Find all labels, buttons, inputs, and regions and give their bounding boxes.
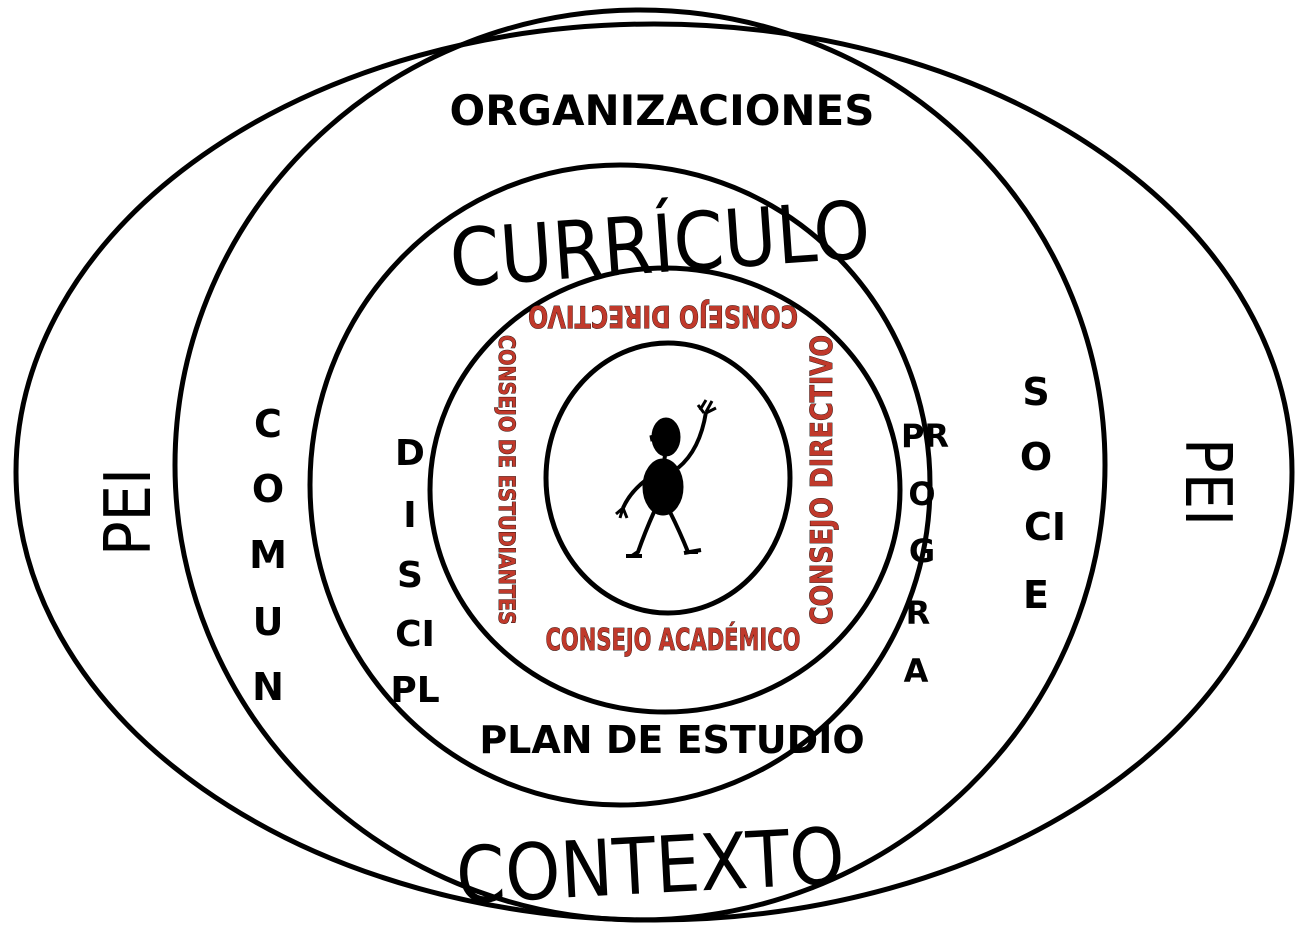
discipl-vertical-label: D I S CI PL <box>390 433 439 711</box>
socie-letter: E <box>1023 573 1049 617</box>
progra-letter: A <box>904 652 929 690</box>
pei-left-label: PEI <box>92 468 166 556</box>
ring-center <box>543 340 793 616</box>
consejo-directivo-top-label: CONSEJO DIRECTIVO <box>528 298 798 333</box>
comun-vertical-label: C O M U N <box>249 402 287 709</box>
progra-letter: PR <box>901 417 949 455</box>
progra-letter: G <box>909 532 935 570</box>
discipl-letter: S <box>397 555 423 596</box>
pei-right-label: PEI <box>1170 438 1244 526</box>
progra-letter: O <box>908 475 935 513</box>
ring-consejos <box>427 265 903 715</box>
plan-de-estudio-label: PLAN DE ESTUDIO <box>479 718 864 762</box>
socie-vertical-label: S O CI E <box>1020 370 1066 617</box>
progra-vertical-label: PR O G R A <box>901 417 949 690</box>
progra-letter: R <box>906 594 931 632</box>
curriculo-label: CURRÍCULO <box>447 182 874 305</box>
consejo-directivo-right-label: CONSEJO DIRECTIVO <box>805 335 840 625</box>
comun-letter: O <box>252 467 284 511</box>
ring-curriculo <box>307 162 933 808</box>
socie-letter: O <box>1020 435 1052 479</box>
discipl-letter: I <box>403 495 416 536</box>
consejo-de-estudiantes-label: CONSEJO DE ESTUDIANTES <box>493 335 518 625</box>
comun-letter: C <box>254 402 282 446</box>
discipl-letter: PL <box>390 670 439 711</box>
comun-letter: N <box>252 665 284 709</box>
comun-letter: U <box>253 600 284 644</box>
comun-letter: M <box>249 533 287 577</box>
socie-letter: CI <box>1024 505 1066 549</box>
discipl-letter: D <box>395 433 425 474</box>
organizaciones-label: ORGANIZACIONES <box>449 86 874 135</box>
contexto-label: CONTEXTO <box>454 812 847 922</box>
consejo-academico-label: CONSEJO ACADÉMICO <box>546 622 801 658</box>
ring-organizaciones <box>172 7 1108 923</box>
discipl-letter: CI <box>395 614 435 655</box>
person-waving-icon <box>615 399 717 558</box>
socie-letter: S <box>1022 370 1049 414</box>
